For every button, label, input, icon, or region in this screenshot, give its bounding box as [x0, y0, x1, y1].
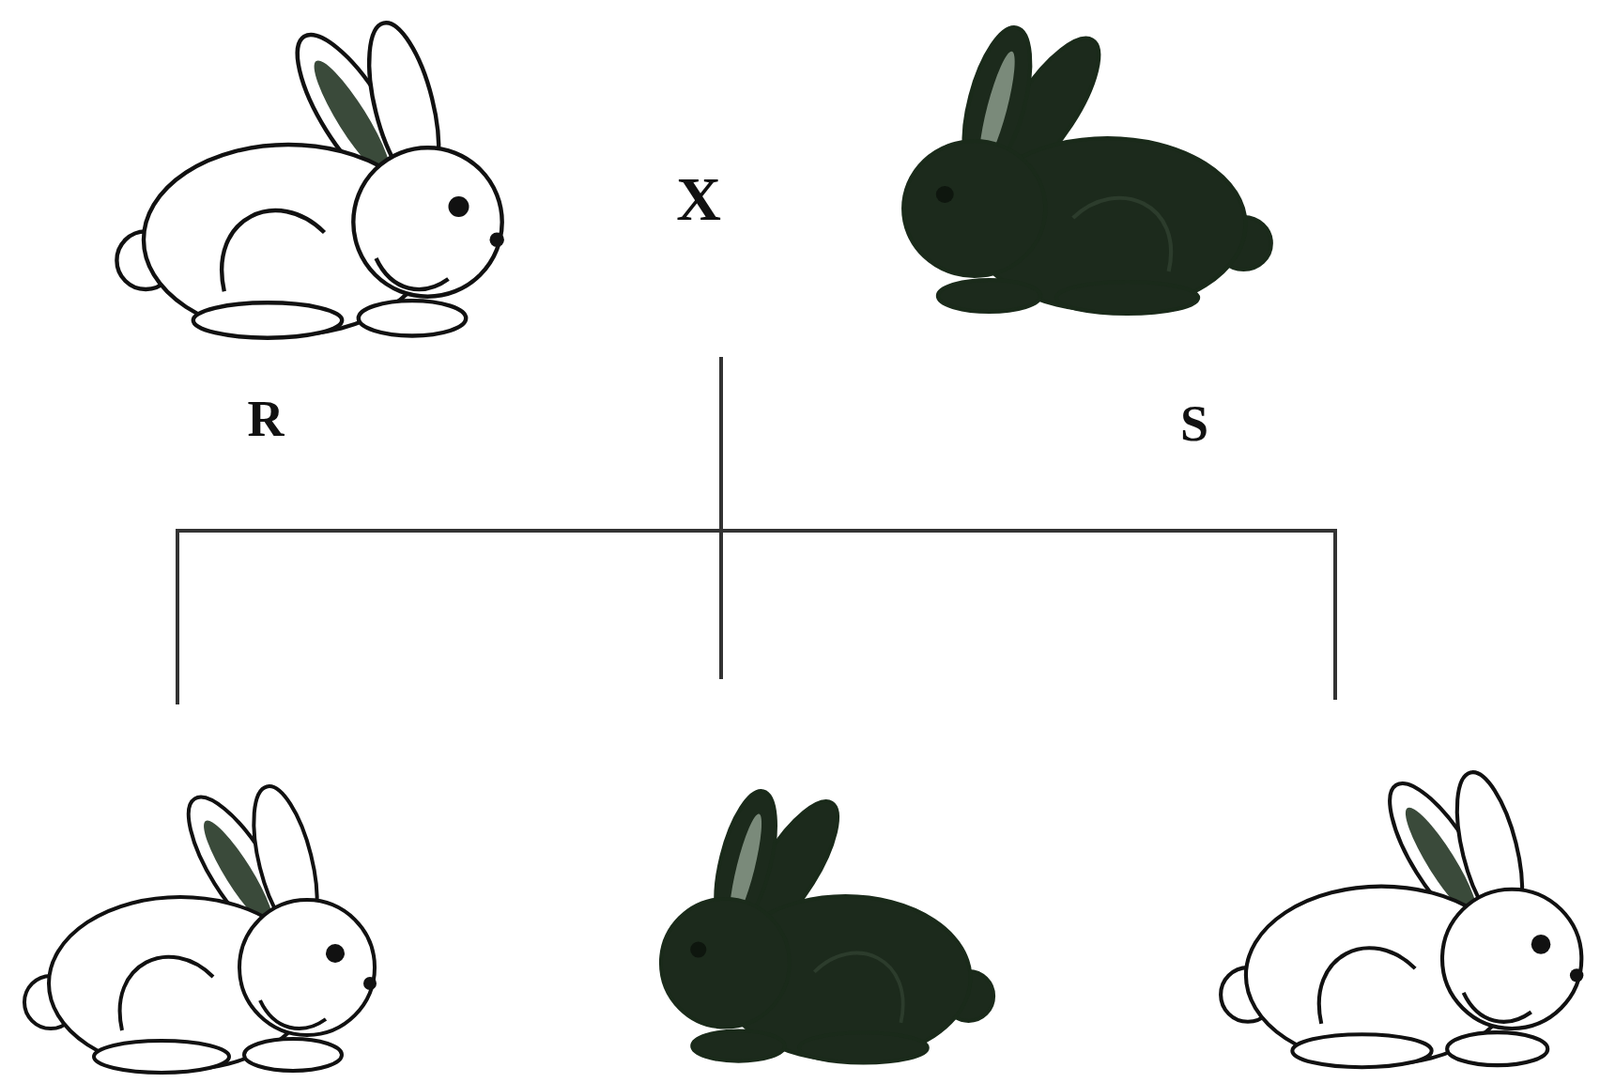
offspring-white-rabbit [24, 780, 377, 1073]
trunk-line [719, 356, 724, 679]
cross-lines [175, 356, 1338, 705]
cross-symbol: X [676, 168, 722, 231]
offspring-black-rabbit [661, 784, 994, 1063]
drop-line [175, 528, 180, 705]
drop-line [1333, 528, 1338, 700]
parent-black-rabbit [903, 21, 1272, 314]
parent-white-rabbit [116, 15, 505, 338]
offspring-white-rabbit [1220, 766, 1584, 1068]
parent-letter: S [1180, 398, 1209, 449]
parent-letter: R [247, 393, 285, 445]
branch-line [175, 528, 1338, 533]
